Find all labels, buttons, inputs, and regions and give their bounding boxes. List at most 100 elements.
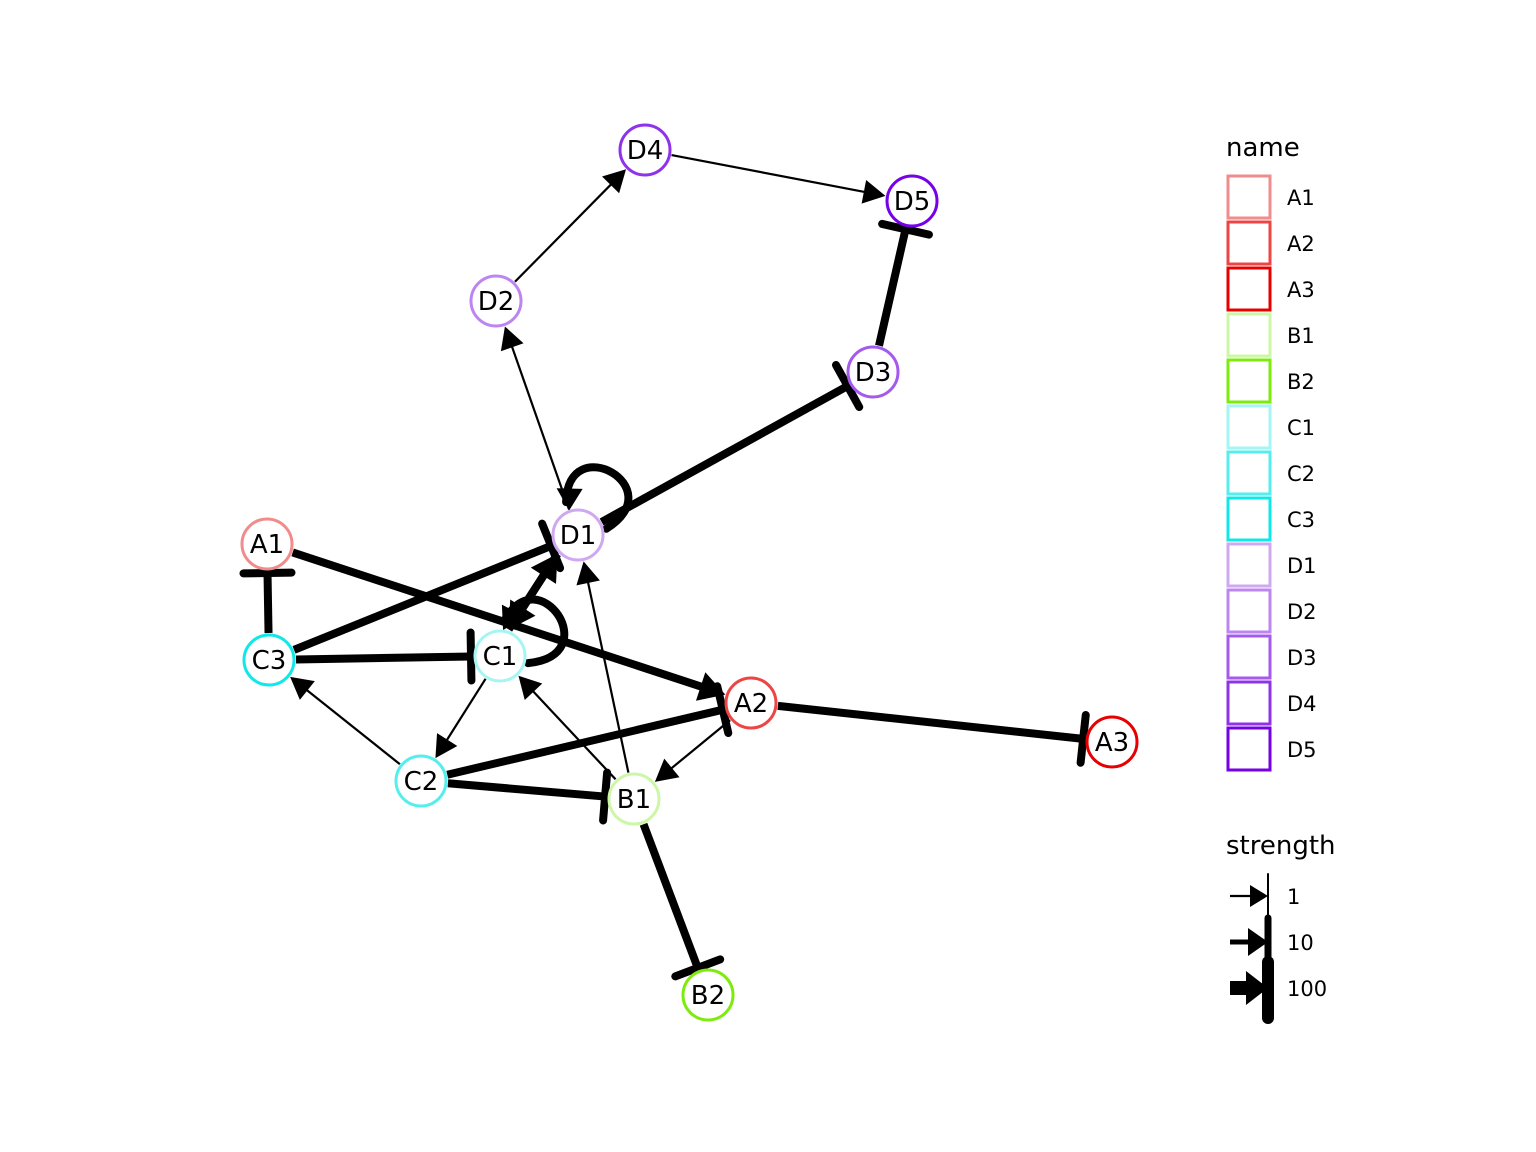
edge-D4-D5 xyxy=(671,153,886,204)
edge-line xyxy=(291,548,704,691)
legend-swatch xyxy=(1226,174,1272,220)
inhibition-bar xyxy=(878,219,933,239)
node-C3: C3 xyxy=(242,633,296,687)
node-D3: D3 xyxy=(846,345,900,399)
legend-name-item: A3 xyxy=(1226,266,1315,312)
node-D4: D4 xyxy=(618,123,672,177)
legend-arrow-head xyxy=(1246,971,1268,1005)
node-circle xyxy=(394,754,448,808)
edge-line xyxy=(445,678,487,742)
edge-line xyxy=(875,228,910,347)
legend-strength-label: 1 xyxy=(1287,885,1300,909)
legend-name-item: C1 xyxy=(1226,404,1315,450)
node-circle xyxy=(240,517,294,571)
node-A3: A3 xyxy=(1085,715,1139,769)
edge-line xyxy=(531,689,617,781)
legend-swatch xyxy=(1226,542,1272,588)
legend-name-label: A1 xyxy=(1287,186,1315,210)
legend-name-item: D2 xyxy=(1226,588,1317,634)
edge-line xyxy=(639,822,702,970)
edge-line xyxy=(671,153,867,194)
legend-name-label: D4 xyxy=(1287,692,1317,716)
legend-name-label: B2 xyxy=(1287,370,1315,394)
arrow-head xyxy=(556,488,583,511)
edge-line xyxy=(447,779,606,801)
node-C1: C1 xyxy=(473,629,527,683)
arrow-head xyxy=(500,326,524,352)
edge-line xyxy=(500,595,569,668)
legend-swatch xyxy=(1226,312,1272,358)
legend-name-label: D5 xyxy=(1287,738,1317,762)
legend-name-label: D3 xyxy=(1287,646,1317,670)
legend-name-item: B2 xyxy=(1226,358,1315,404)
edge-D3-D5 xyxy=(875,219,933,347)
legend-name-item: C3 xyxy=(1226,496,1315,542)
arrow-head xyxy=(435,733,458,759)
legend-strength-title: strength xyxy=(1226,831,1336,861)
legend-name-item: A1 xyxy=(1226,174,1315,220)
legend-swatch xyxy=(1226,266,1272,312)
legend-name-item: D4 xyxy=(1226,680,1317,726)
node-label: A3 xyxy=(1095,728,1129,758)
node-label: D1 xyxy=(560,521,597,551)
edge-line xyxy=(305,688,401,766)
legend-arrow-head xyxy=(1250,885,1268,907)
inhibition-bar xyxy=(713,682,733,738)
legend-arrow-head xyxy=(1248,928,1268,956)
node-circle xyxy=(607,772,661,826)
legend-swatch xyxy=(1226,680,1272,726)
arrow-head xyxy=(602,169,627,194)
arrow-head xyxy=(576,561,600,586)
legend-swatch xyxy=(1226,220,1272,266)
edge-C3-A1 xyxy=(239,568,296,634)
node-A2: A2 xyxy=(724,676,778,730)
legend-strength-item: 100 xyxy=(1230,956,1327,1024)
node-circle xyxy=(846,345,900,399)
legend-swatch xyxy=(1226,404,1272,450)
node-circle xyxy=(551,508,605,562)
edge-D1-D2 xyxy=(500,326,571,510)
legend-swatch xyxy=(1226,634,1272,680)
legend-name-label: B1 xyxy=(1287,324,1315,348)
node-D1: D1 xyxy=(551,508,605,562)
inhibition-bar xyxy=(1076,711,1090,767)
edge-line xyxy=(562,463,633,533)
legend-swatch xyxy=(1226,588,1272,634)
edge-line xyxy=(295,652,472,664)
node-B1: B1 xyxy=(607,772,661,826)
legend-name-label: D1 xyxy=(1287,554,1317,578)
node-circle xyxy=(469,274,523,328)
node-circle xyxy=(1085,715,1139,769)
legend-name-label: C1 xyxy=(1287,416,1315,440)
edge-C1-C2 xyxy=(435,678,487,759)
legend-swatch xyxy=(1226,358,1272,404)
node-D5: D5 xyxy=(885,174,939,228)
node-circle xyxy=(724,676,778,730)
legend-name-item: B1 xyxy=(1226,312,1315,358)
edge-line xyxy=(514,182,613,283)
edge-A2-B1 xyxy=(654,719,731,782)
node-label: D2 xyxy=(478,287,515,317)
edge-D1-D3 xyxy=(599,361,864,526)
node-circle xyxy=(885,174,939,228)
legend-name-item: A2 xyxy=(1226,220,1315,266)
edge-D1-D1 xyxy=(556,463,633,533)
edge-line xyxy=(599,382,850,526)
legend-name-item: D3 xyxy=(1226,634,1317,680)
edges-layer xyxy=(239,153,1090,981)
legend-name-label: D2 xyxy=(1287,600,1317,624)
legend-name-label: A2 xyxy=(1287,232,1315,256)
legend-name-item: D5 xyxy=(1226,726,1317,772)
inhibition-bar xyxy=(466,628,476,685)
edge-D2-D4 xyxy=(514,169,627,283)
node-B2: B2 xyxy=(681,968,735,1022)
legend-swatch xyxy=(1226,496,1272,542)
legend-name-label: A3 xyxy=(1287,278,1315,302)
inhibition-bar xyxy=(239,568,296,578)
node-circle xyxy=(618,123,672,177)
edge-B1-D1 xyxy=(576,561,630,773)
